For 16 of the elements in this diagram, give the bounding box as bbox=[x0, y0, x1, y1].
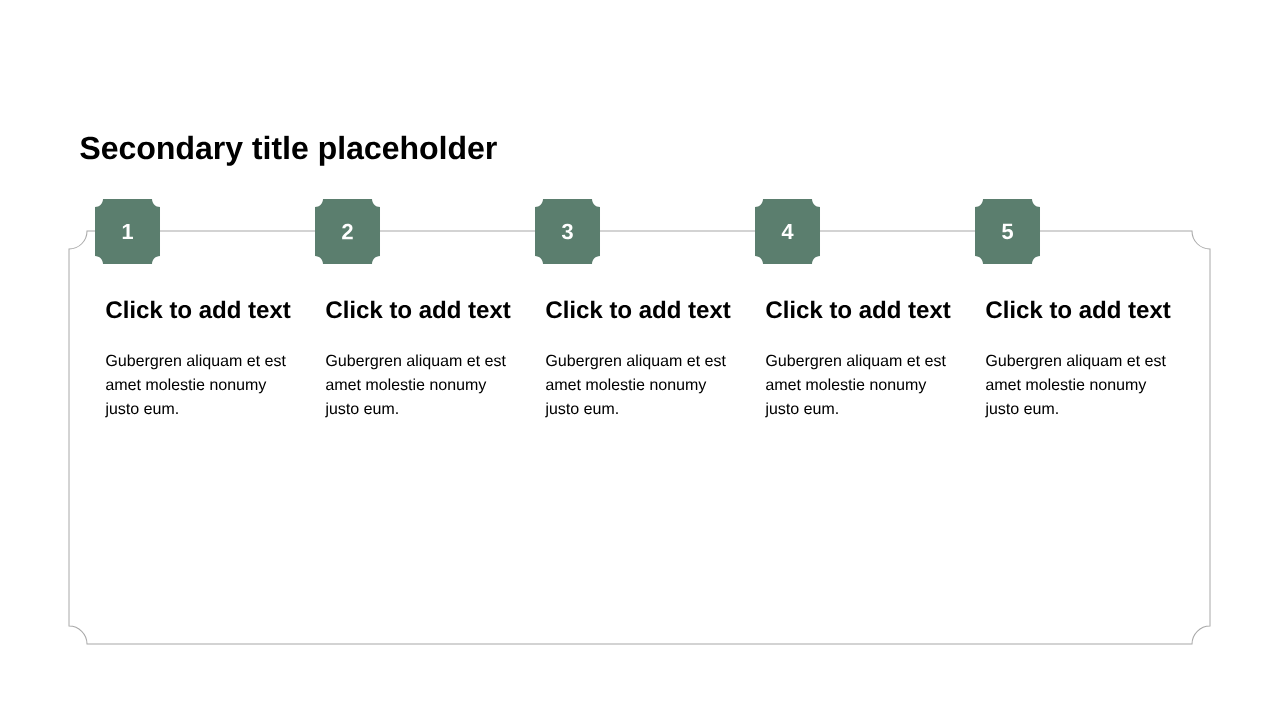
body-text: Gubergren aliquam et est amet molestie nonumy justo eum. bbox=[765, 354, 946, 418]
heading: Click to add text bbox=[766, 300, 951, 319]
body-text: Gubergren aliquam et est amet molestie nonumy justo eum. bbox=[325, 354, 506, 418]
heading: Click to add text bbox=[326, 300, 511, 319]
body-text: Gubergren aliquam et est amet molestie nonumy justo eum. bbox=[105, 354, 286, 418]
numbered-badge: 1 bbox=[95, 199, 160, 264]
title: Secondary title placeholder bbox=[80, 135, 497, 166]
numbered-badge: 5 bbox=[975, 199, 1040, 264]
heading: Click to add text bbox=[546, 300, 731, 319]
numbered-badge: 4 bbox=[755, 199, 820, 264]
heading: Click to add text bbox=[106, 300, 291, 319]
numbered-badge: 3 bbox=[535, 199, 600, 264]
heading: Click to add text bbox=[986, 300, 1171, 319]
body-text: Gubergren aliquam et est amet molestie nonumy justo eum. bbox=[545, 354, 726, 418]
numbered-badge: 2 bbox=[315, 199, 380, 264]
body-text: Gubergren aliquam et est amet molestie nonumy justo eum. bbox=[985, 354, 1166, 418]
